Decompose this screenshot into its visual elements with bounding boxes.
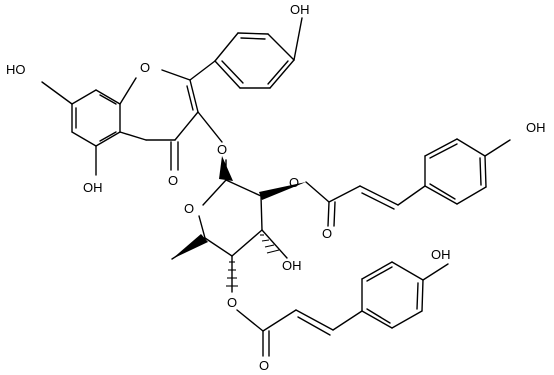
bond xyxy=(267,60,289,85)
hydroxyl-label: OH xyxy=(83,180,103,195)
hash-bond xyxy=(226,261,238,287)
bond-lines xyxy=(41,17,511,357)
bond xyxy=(260,195,263,231)
carbonyl-oxygen-label: O xyxy=(259,358,269,373)
carbonyl-oxygen-label: O xyxy=(168,173,178,188)
bond xyxy=(429,183,456,200)
bond xyxy=(267,33,295,61)
bond xyxy=(332,310,363,331)
bond xyxy=(189,60,216,81)
bond xyxy=(422,263,449,281)
bond xyxy=(297,316,331,336)
bond xyxy=(416,282,419,310)
hydroxyl-label: OH xyxy=(290,2,310,17)
ester-oxygen-label: O xyxy=(227,295,237,310)
bond xyxy=(424,185,458,205)
bond xyxy=(71,131,97,147)
bond xyxy=(202,179,227,206)
bond xyxy=(221,60,244,84)
ester-oxygen-label: O xyxy=(289,175,299,190)
bond xyxy=(484,139,511,157)
hydroxyl-label: OH xyxy=(526,120,546,135)
bond xyxy=(99,94,117,105)
atom-labels: OH HO O O OH O O O O OH OH O O OH xyxy=(6,2,546,373)
bond xyxy=(197,111,223,143)
bond xyxy=(359,185,399,206)
bond xyxy=(328,185,361,203)
bond xyxy=(456,138,486,157)
hydroxyl-label: OH xyxy=(282,258,302,273)
bond xyxy=(333,201,336,227)
bond xyxy=(237,32,269,35)
ring-oxygen-label: O xyxy=(184,201,194,216)
bond xyxy=(429,143,458,159)
bond xyxy=(231,229,263,257)
bond xyxy=(391,261,424,281)
bond xyxy=(397,185,426,206)
hydroxyl-label: HO xyxy=(6,62,26,77)
carbonyl-oxygen-label: O xyxy=(322,226,332,241)
bond xyxy=(361,310,393,329)
bond xyxy=(99,131,117,142)
bond xyxy=(174,111,199,141)
bond xyxy=(261,229,288,259)
bond xyxy=(236,309,264,332)
bond xyxy=(361,192,395,210)
bond xyxy=(161,69,191,81)
bond xyxy=(262,309,297,332)
bond xyxy=(186,85,194,111)
bond xyxy=(295,309,334,331)
bond xyxy=(421,279,424,312)
bond xyxy=(269,59,295,89)
hydroxyl-label: OH xyxy=(431,247,451,262)
bond xyxy=(189,79,199,113)
wedge-bond xyxy=(219,156,233,181)
bond xyxy=(293,17,303,61)
wedge-bond xyxy=(172,234,208,259)
bond xyxy=(240,37,266,40)
bond xyxy=(225,179,262,197)
bond xyxy=(204,237,233,257)
bond xyxy=(327,201,330,227)
bond xyxy=(366,266,393,282)
bond xyxy=(95,131,121,147)
bond xyxy=(424,138,458,157)
ring-oxygen-label: O xyxy=(140,60,150,75)
bond xyxy=(198,215,206,239)
wedge-bond xyxy=(259,182,306,200)
bond xyxy=(361,261,393,280)
stereo-bonds xyxy=(172,156,306,287)
bond xyxy=(456,186,487,205)
bond xyxy=(391,310,423,329)
bond xyxy=(119,77,137,105)
bond xyxy=(305,181,330,203)
bond xyxy=(71,89,97,105)
hash-bond xyxy=(260,234,280,254)
bond xyxy=(119,131,147,141)
bond xyxy=(95,89,121,105)
bond xyxy=(41,81,73,105)
glycosidic-oxygen-label: O xyxy=(217,142,227,157)
bond xyxy=(214,60,241,89)
bond xyxy=(366,308,391,324)
bond xyxy=(214,32,239,62)
bond xyxy=(484,155,487,188)
bond xyxy=(479,157,482,186)
